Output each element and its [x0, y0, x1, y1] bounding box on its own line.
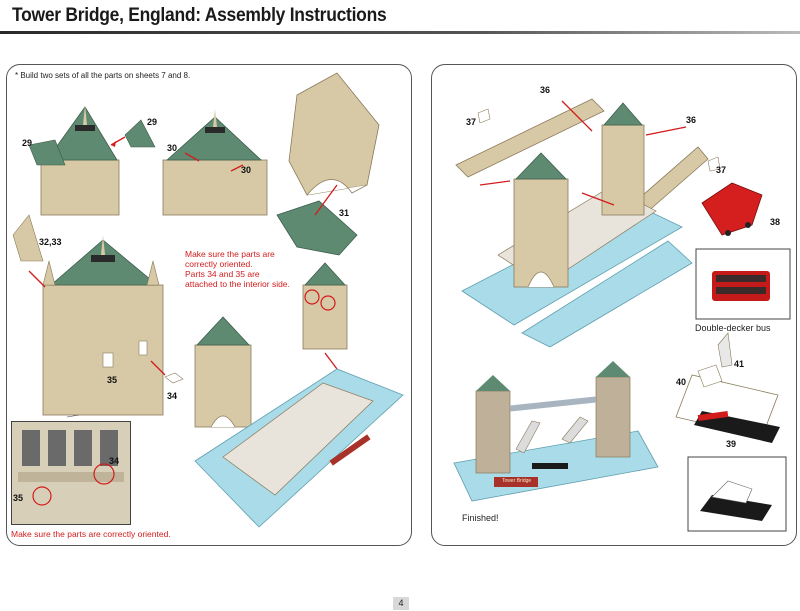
part-34-label: 34	[167, 391, 178, 401]
orientation-note-line: correctly oriented.	[185, 259, 253, 269]
assembly-arrows	[479, 100, 687, 206]
left-instruction-panel: * Build two sets of all the parts on she…	[6, 64, 412, 546]
tower-assembly-illustration	[12, 72, 404, 528]
part-35-label: 35	[107, 375, 118, 385]
small-tower-step	[302, 262, 348, 370]
part-30-label: 30	[167, 143, 178, 153]
tower-top-step1	[28, 105, 156, 216]
medium-tower	[194, 316, 252, 428]
bridge-assembly-illustration	[453, 98, 791, 532]
part-36b-label: 36	[686, 115, 697, 125]
title-rule	[0, 31, 800, 34]
roof-piece-31	[276, 72, 380, 256]
orientation-note-line: attached to the interior side.	[185, 279, 290, 289]
bridge-base	[461, 186, 693, 348]
part-39-label: 39	[726, 439, 737, 449]
part-32-33-label: 32,33	[39, 237, 62, 247]
detail-inset	[11, 421, 131, 525]
boat-photo	[700, 480, 772, 521]
right-bridge-tower	[601, 102, 645, 216]
part-29b-label: 29	[147, 117, 158, 127]
detail-inset-drawing	[12, 422, 130, 524]
boat-model	[675, 332, 780, 443]
page-number: 4	[393, 597, 409, 610]
part-36-label: 36	[540, 85, 551, 95]
orientation-note-line: Make sure the parts are	[185, 249, 275, 259]
finished-caption: Finished!	[462, 513, 499, 523]
tower-top-step2	[162, 109, 268, 216]
part-38-label: 38	[770, 217, 781, 227]
left-bridge-tower	[513, 152, 569, 288]
part-30b-label: 30	[241, 165, 252, 175]
bus-model	[701, 182, 763, 236]
orientation-note-line: Parts 34 and 35 are	[185, 269, 260, 279]
right-instruction-panel: 36 36 37 37 38 Double-decker bus 41 40 3…	[431, 64, 797, 546]
part-37-label: 37	[466, 117, 477, 127]
build-note: * Build two sets of all the parts on she…	[15, 71, 191, 80]
part-31-label: 31	[339, 208, 350, 218]
bus-caption: Double-decker bus	[695, 323, 771, 333]
part-41-label: 41	[734, 359, 745, 369]
page-title: Tower Bridge, England: Assembly Instruct…	[12, 5, 387, 26]
plaque-text: Tower Bridge	[502, 478, 532, 484]
part-40-label: 40	[676, 377, 687, 387]
orientation-note: Make sure the parts are correctly orient…	[185, 249, 290, 289]
main-tower-step	[12, 214, 184, 418]
base-platform	[194, 368, 404, 528]
inset-35-label: 35	[13, 493, 24, 503]
finished-bridge	[453, 361, 659, 502]
part-29-label: 29	[22, 138, 33, 148]
inset-34-label: 34	[109, 456, 120, 466]
inset-caption: Make sure the parts are correctly orient…	[11, 529, 171, 539]
bus-photo	[712, 271, 770, 301]
part-37b-label: 37	[716, 165, 727, 175]
